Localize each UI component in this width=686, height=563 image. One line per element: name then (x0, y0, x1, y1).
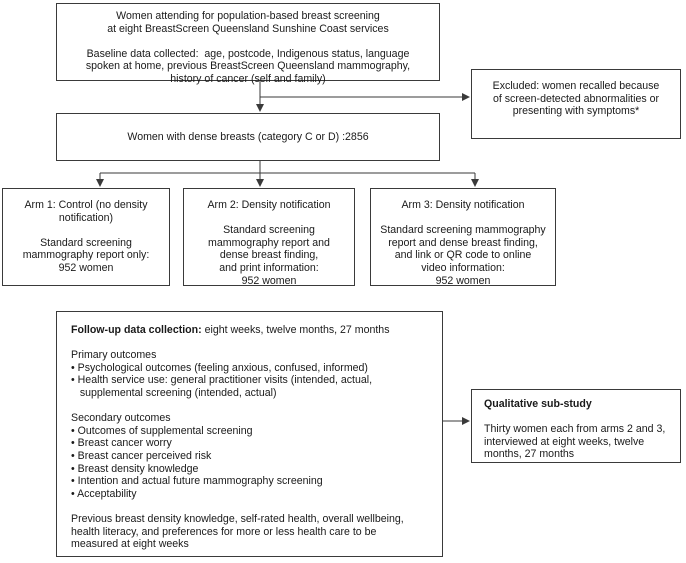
arm-2-box: Arm 2: Density notification Standard scr… (183, 188, 355, 287)
follow-up-heading-bold: Follow-up data collection: (71, 324, 202, 336)
closing-line: Previous breast density knowledge, self-… (71, 512, 404, 525)
closing-line: measured at eight weeks (71, 538, 189, 551)
arm-3-line: video information: (421, 261, 505, 274)
excluded-line: of screen-detected abnormalities or (492, 92, 660, 105)
arm-2-line: dense breast finding, (219, 249, 319, 262)
arm-2-line: 952 women (241, 274, 297, 287)
arm-1-box: Arm 1: Control (no density notification)… (2, 188, 170, 286)
list-item: • Breast density knowledge (71, 462, 199, 475)
arm-2-line: Arm 2: Density notification (207, 199, 331, 211)
arm-2-line: Standard screening (223, 224, 315, 237)
qualitative-line: months, 27 months (484, 448, 575, 461)
top-line: spoken at home, previous BreastScreen Qu… (85, 60, 411, 73)
spacer (71, 500, 442, 513)
top-line: Women attending for population-based bre… (116, 10, 380, 22)
list-item: • Intention and actual future mammograph… (71, 475, 323, 488)
list-item: • Acceptability (71, 487, 137, 500)
list-item: • Breast cancer worry (71, 437, 172, 450)
arm-2-line: and print information: (219, 261, 319, 274)
qualitative-substudy-box: Qualitative sub-study Thirty women each … (471, 389, 681, 463)
excluded-box: Excluded: women recalled because of scre… (471, 69, 681, 139)
list-item: • Health service use: general practition… (71, 374, 373, 387)
arm-3-line: Standard screening mammography (380, 224, 546, 237)
arm-2-line: mammography report and (208, 236, 330, 249)
arm-3-line (371, 212, 555, 225)
list-item: • Psychological outcomes (feeling anxiou… (71, 361, 368, 374)
primary-outcomes-title: Primary outcomes (71, 349, 157, 362)
follow-up-box: Follow-up data collection: eight weeks, … (56, 311, 443, 557)
arm-1-line: Arm 1: Control (no density (24, 199, 148, 211)
list-item: • Outcomes of supplemental screening (71, 424, 253, 437)
secondary-outcomes-list: • Outcomes of supplemental screening • B… (71, 425, 442, 501)
arm-3-line: Arm 3: Density notification (401, 199, 525, 211)
top-line: Baseline data collected: age, postcode, … (86, 47, 410, 60)
spacer (484, 411, 680, 424)
closing-line: health literacy, and preferences for mor… (71, 525, 377, 538)
excluded-line: presenting with symptoms* (512, 105, 640, 118)
top-line: at eight BreastScreen Queensland Sunshin… (107, 22, 389, 35)
arm-3-line: and link or QR code to online (394, 249, 532, 262)
arm-3-line: 952 women (435, 274, 491, 287)
qualitative-title: Qualitative sub-study (484, 398, 592, 410)
top-line: history of cancer (self and family) (170, 72, 326, 85)
arm-1-line: 952 women (58, 261, 114, 274)
follow-up-heading-rest: eight weeks, twelve months, 27 months (201, 324, 390, 336)
spacer (71, 337, 442, 350)
arm-1-line: notification) (58, 211, 114, 224)
arm-2-line (184, 212, 354, 225)
secondary-outcomes-title: Secondary outcomes (71, 412, 171, 425)
spacer (71, 400, 442, 413)
list-item: supplemental screening (intended, actual… (71, 386, 277, 399)
top-line (57, 35, 439, 48)
excluded-line: Excluded: women recalled because (492, 80, 660, 92)
screening-population-box: Women attending for population-based bre… (56, 3, 440, 85)
list-item: • Breast cancer perceived risk (71, 449, 212, 462)
qualitative-line: Thirty women each from arms 2 and 3, (484, 423, 666, 436)
arm-1-line (3, 224, 169, 237)
dense-breasts-label: Women with dense breasts (category C or … (127, 131, 369, 143)
dense-breasts-box: Women with dense breasts (category C or … (56, 113, 440, 161)
arm-3-line: report and dense breast finding, (388, 236, 538, 249)
arm-1-line: Standard screening (40, 236, 132, 249)
follow-up-heading: Follow-up data collection: eight weeks, … (71, 324, 442, 337)
arm-3-box: Arm 3: Density notification Standard scr… (370, 188, 556, 287)
arm-1-line: mammography report only: (22, 249, 150, 262)
qualitative-line: interviewed at eight weeks, twelve (484, 435, 645, 448)
primary-outcomes-list: • Psychological outcomes (feeling anxiou… (71, 362, 442, 400)
